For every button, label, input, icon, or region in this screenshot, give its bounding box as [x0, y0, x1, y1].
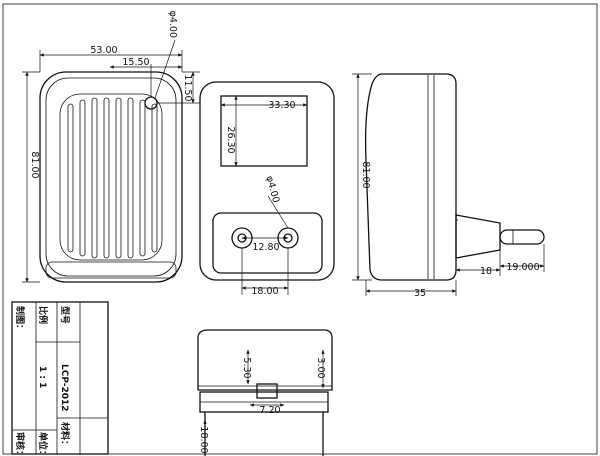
bottom-latch [256, 383, 278, 399]
dim-bottom-a: 5.30 [241, 357, 252, 378]
back-body-outline [199, 81, 335, 281]
model-value: LCP-2012 [59, 364, 69, 412]
plug-pin [499, 229, 545, 245]
dim-bottom-c: 7.20 [259, 405, 280, 416]
dim-side-height: 81.00 [360, 161, 371, 188]
dim-hole-top: 11.50 [182, 74, 193, 101]
bottom-view: 5.30 3.00 7.20 18.00 [197, 329, 333, 456]
dim-label-height: 26.30 [225, 126, 236, 153]
dim-bottom-b: 3.00 [315, 357, 326, 378]
dim-plate-width: 18.00 [251, 286, 278, 297]
label-area [220, 95, 308, 167]
scale-label: 比例 [37, 306, 49, 324]
front-body-inner [45, 77, 177, 277]
unit-label: 单位： [37, 432, 49, 456]
dim-pin-span: 12.80 [252, 242, 279, 253]
dim-pin-length: 19.000 [506, 262, 539, 273]
model-label: 型号 [59, 306, 71, 324]
sheet-border [2, 3, 598, 455]
plug-base [455, 214, 501, 259]
dim-bottom-d: 18.00 [198, 426, 209, 453]
front-ribs [67, 97, 158, 259]
dim-label-width: 33.30 [268, 100, 295, 111]
front-base-rim [45, 261, 177, 279]
back-view: 33.30 26.30 φ4.00 12.80 18.00 [199, 81, 335, 297]
dim-side-depth: 35 [414, 288, 426, 299]
front-body-outline [39, 71, 183, 283]
bottom-body-outline [197, 329, 333, 391]
dim-pin-dia: φ4.00 [264, 175, 282, 204]
title-block: 型号 LCP-2012 比例 1 : 1 制图： 单位： 审核： 材料： [11, 301, 109, 456]
side-view: 81.00 35 18 19.000 [352, 73, 545, 299]
material-label: 材料： [59, 421, 71, 449]
dim-front-width: 53.00 [90, 45, 117, 56]
dim-hole-dia: φ4.00 [167, 11, 178, 38]
dim-hole-offset: 15.50 [122, 57, 149, 68]
drawn-label: 制图： [14, 306, 26, 333]
plug-plate [212, 212, 323, 274]
hang-hole [144, 96, 158, 110]
front-rib-panel [59, 93, 163, 261]
review-label: 审核： [14, 432, 26, 456]
dim-front-height: 81.00 [29, 151, 40, 178]
side-body-outline [364, 73, 457, 281]
dim-plug-base: 18 [480, 266, 492, 277]
scale-value: 1 : 1 [37, 366, 47, 388]
front-view: 53.00 15.50 11.50 φ4.00 81.00 [22, 11, 200, 283]
